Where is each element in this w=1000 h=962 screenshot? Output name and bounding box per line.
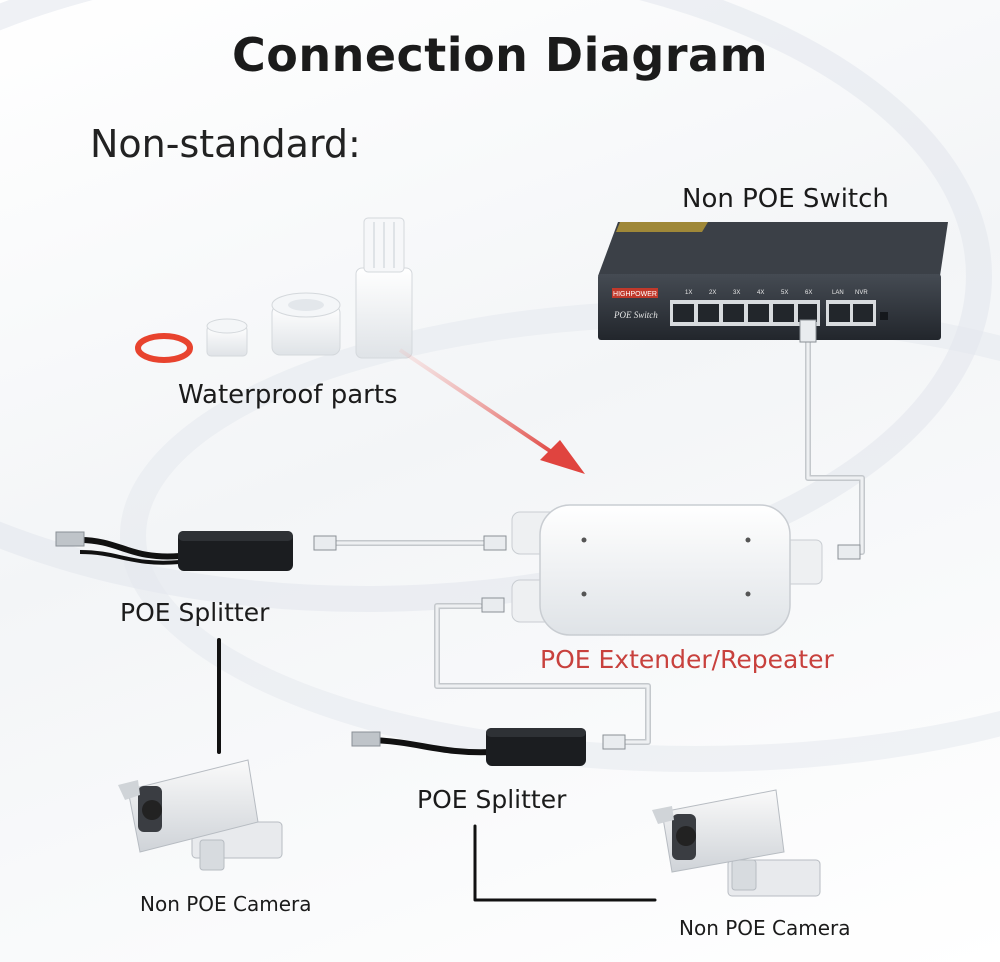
- port-label: 6X: [805, 290, 812, 296]
- port-label: 1X: [685, 290, 692, 296]
- pointer-arrow: [398, 348, 585, 474]
- extender-label: POE Extender/Repeater: [540, 645, 834, 674]
- o-ring: [135, 333, 193, 363]
- rj45-plug: [313, 319, 861, 750]
- port-label: 2X: [709, 290, 716, 296]
- switch-label: Non POE Switch: [682, 184, 889, 214]
- page-title: Connection Diagram: [231, 28, 769, 82]
- switch-model-text: POE Switch: [613, 310, 658, 320]
- switch-ports: [670, 300, 888, 326]
- non-poe-switch: HIGHPOWER POE Switch 1X 2X 3X 4X 5X 6X L…: [598, 222, 948, 340]
- waterproof-parts-label: Waterproof parts: [178, 380, 398, 410]
- gland-nut-large: [271, 292, 341, 356]
- switch-brand-badge: [612, 288, 658, 298]
- switch-brand-text: HIGHPOWER: [613, 291, 657, 298]
- camera-left: [118, 759, 283, 871]
- poe-splitter-center: [351, 728, 586, 766]
- poe-extender: [511, 504, 823, 636]
- gland-nut-small: [206, 318, 248, 357]
- splitter-left-label: POE Splitter: [120, 598, 270, 627]
- port-label: NVR: [855, 290, 868, 296]
- camera-left-label: Non POE Camera: [140, 892, 312, 916]
- section-subtitle: Non-standard:: [90, 122, 361, 166]
- waterproof-parts: [135, 217, 413, 363]
- camera-right-label: Non POE Camera: [679, 916, 851, 940]
- port-label: 3X: [733, 290, 740, 296]
- port-label: LAN: [832, 290, 844, 296]
- gland-body: [355, 217, 413, 359]
- port-label: 5X: [781, 290, 788, 296]
- port-label: 4X: [757, 290, 764, 296]
- camera-right: [652, 789, 821, 897]
- splitter-center-label: POE Splitter: [417, 785, 567, 814]
- poe-splitter-left: [55, 531, 293, 571]
